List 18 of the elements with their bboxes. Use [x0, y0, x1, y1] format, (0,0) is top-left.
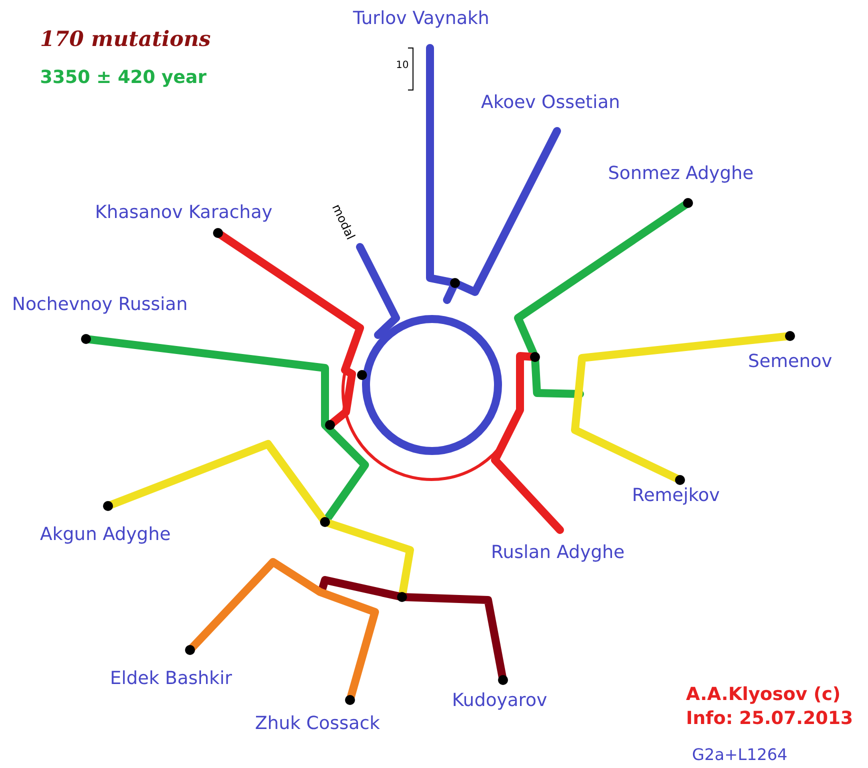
tip-label: Turlov Vaynakh: [353, 8, 490, 29]
tip-label: Ruslan Adyghe: [491, 542, 625, 563]
author-credit: A.A.Klyosov (c): [686, 684, 841, 705]
mutation-count: 170 mutations: [40, 26, 211, 51]
tip-label: Remejkov: [632, 485, 720, 506]
tip-label: Kudoyarov: [452, 690, 548, 711]
tip-label: Zhuk Cossack: [255, 713, 380, 734]
date-note: Info: 25.07.2013: [686, 708, 854, 729]
tip-label: Semenov: [748, 351, 832, 372]
tip-label: Eldek Bashkir: [110, 668, 232, 689]
age-estimate: 3350 ± 420 year: [40, 67, 207, 88]
haplogroup-label: G2a+L1264: [692, 745, 788, 764]
tip-label: Sonmez Adyghe: [608, 163, 754, 184]
tip-label: Akoev Ossetian: [481, 92, 620, 113]
tip-label: Akgun Adyghe: [40, 524, 171, 545]
scale-label: 10: [396, 60, 409, 71]
tip-label: Khasanov Karachay: [95, 202, 272, 223]
tip-label: Nochevnoy Russian: [12, 294, 188, 315]
